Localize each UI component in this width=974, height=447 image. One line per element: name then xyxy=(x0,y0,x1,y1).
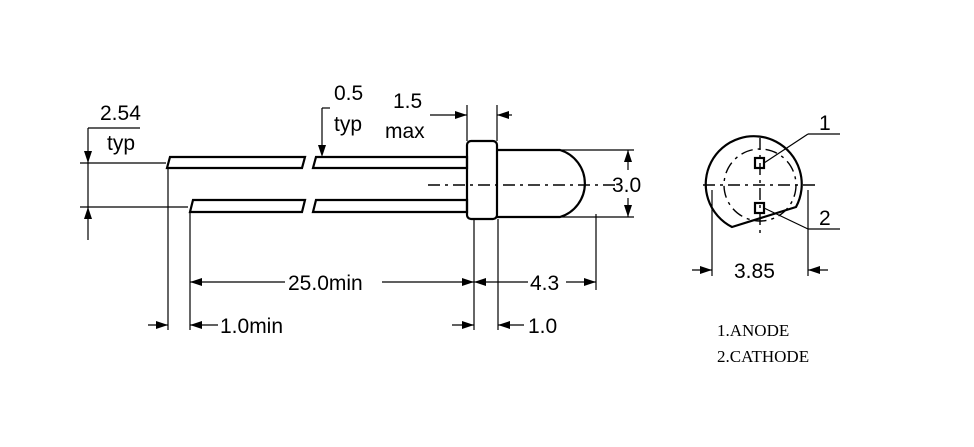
lead-width-note: typ xyxy=(334,113,362,136)
lead-width-value: 0.5 xyxy=(334,82,363,105)
outer-diameter-dimension xyxy=(692,190,828,276)
outer-diameter-value: 3.85 xyxy=(734,260,775,283)
pin2-label: 2 xyxy=(819,207,831,230)
length-dimensions xyxy=(189,212,597,330)
flange-note: max xyxy=(385,120,425,143)
pitch-note: typ xyxy=(107,132,135,155)
lead-offset-value: 1.0min xyxy=(220,315,283,338)
lead-bottom xyxy=(188,198,469,214)
legend-anode: 1.ANODE xyxy=(717,321,789,340)
flange-value: 1.5 xyxy=(393,90,422,113)
pitch-value: 2.54 xyxy=(100,102,141,125)
pin1-label: 1 xyxy=(819,112,831,135)
body-length-value: 4.3 xyxy=(530,272,559,295)
lead-length-value: 25.0min xyxy=(288,272,363,295)
body-diameter-value: 3.0 xyxy=(612,174,641,197)
offset-dimensions xyxy=(148,168,524,330)
legend-cathode: 2.CATHODE xyxy=(717,347,809,366)
pitch-dimension xyxy=(80,127,188,240)
led-body-end xyxy=(703,135,817,233)
flange-to-lead-value: 1.0 xyxy=(528,315,557,338)
led-body-side xyxy=(465,139,586,221)
body-diameter-dimension xyxy=(560,149,634,218)
lead-top xyxy=(165,155,469,170)
flange-dimension xyxy=(430,105,512,141)
pin-callout-lines xyxy=(763,133,840,230)
lead-width-dimension xyxy=(318,107,330,157)
